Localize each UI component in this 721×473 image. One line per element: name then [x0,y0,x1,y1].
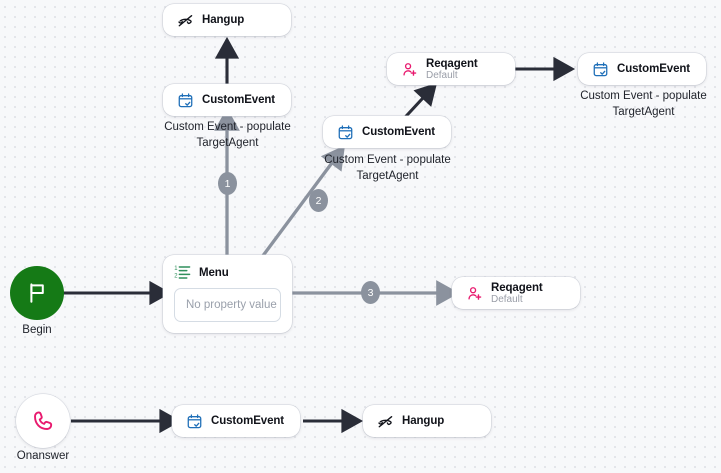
edge-label-right: Custom Event - populate TargetAgent [580,90,707,118]
node-customevent-left[interactable]: CustomEvent [163,84,291,116]
badge-branch-1: 1 [218,172,237,195]
hangup-phone-icon [178,14,193,26]
menu-property-placeholder: No property value [186,299,277,311]
edge-label-middle: Custom Event - populate TargetAgent [324,154,451,182]
node-reqagent-top[interactable]: Reqagent Default [387,53,515,85]
svg-text:2: 2 [174,274,177,280]
node-begin[interactable] [10,266,64,320]
node-title: CustomEvent [211,415,285,427]
node-title: Menu [199,266,229,279]
calendar-check-icon [338,124,353,139]
node-begin-label: Begin [22,324,52,336]
edge-label-left: Custom Event - populate TargetAgent [164,121,291,149]
node-title: CustomEvent [362,126,436,138]
badge-branch-2: 2 [309,189,328,212]
node-customevent-right[interactable]: CustomEvent [578,53,706,85]
node-title: Hangup [202,14,245,26]
node-hangup-top[interactable]: Hangup [163,4,291,36]
node-customevent-bottom[interactable]: CustomEvent [172,405,300,437]
node-text: Reqagent Default [491,282,543,305]
menu-header: 1 2 Menu [174,264,281,281]
numbered-list-icon: 1 2 [174,266,191,280]
node-onanswer[interactable] [16,394,70,448]
node-hangup-bottom[interactable]: Hangup [363,405,491,437]
edge-menu-to-customevent-middle [260,145,345,258]
node-subtitle: Default [491,293,523,305]
hangup-phone-icon [378,415,393,427]
svg-text:1: 1 [174,266,178,272]
node-subtitle: Default [426,69,458,81]
node-title: CustomEvent [617,63,691,75]
badge-branch-3: 3 [361,281,380,304]
node-title: CustomEvent [202,94,276,106]
flag-icon [30,283,44,303]
calendar-check-icon [178,92,193,107]
node-reqagent-mid[interactable]: Reqagent Default [452,277,580,309]
node-title: Reqagent [426,57,478,70]
agent-person-add-icon [468,286,482,300]
node-title: Reqagent [491,281,543,294]
node-title: Hangup [402,415,445,427]
node-customevent-middle[interactable]: CustomEvent [323,116,451,148]
phone-icon [34,411,53,430]
node-onanswer-label: Onanswer [16,450,70,462]
agent-person-add-icon [403,62,417,76]
calendar-check-icon [593,61,608,76]
calendar-check-icon [187,413,202,428]
node-menu[interactable]: 1 2 Menu No property value [163,255,292,333]
node-text: Reqagent Default [426,58,478,81]
menu-property-field[interactable]: No property value [174,288,281,322]
